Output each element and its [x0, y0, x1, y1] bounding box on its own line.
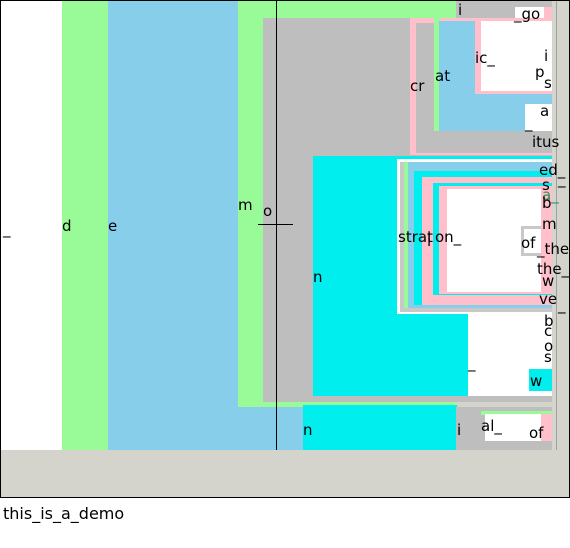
label-al: al_ [481, 417, 502, 435]
white-panel-left [1, 1, 63, 450]
canvas-frame: _ d e m o i _go cr at ic_ i p s a _ itus… [0, 0, 570, 498]
label-w1: w [542, 272, 555, 290]
white-ic-panel [481, 21, 552, 91]
label-b1: b [542, 194, 552, 212]
label-cr: cr [410, 77, 425, 95]
label-i-right: i [544, 47, 549, 65]
label-itus: itus [532, 133, 560, 151]
green-strat-strip [404, 162, 409, 308]
label-ed: ed_ [539, 161, 566, 179]
label-b2: b [544, 312, 554, 330]
cyan-w-box [529, 369, 552, 391]
caption-text: this_is_a_demo [3, 504, 125, 523]
label-ic: ic_ [475, 49, 495, 67]
label-a-green: a_ [542, 186, 559, 204]
label-i-bottom: i [457, 421, 462, 439]
label-the1: _the [537, 240, 570, 258]
label-n2: n [303, 421, 313, 439]
label-tick-right2: _ [558, 296, 566, 314]
blue-column [108, 1, 239, 450]
label-on: on_ [435, 228, 462, 246]
right-edge-line [556, 1, 557, 450]
cyan-bottom-panel [303, 405, 457, 450]
white-a-panel [525, 104, 552, 131]
label-i-top: i [458, 1, 463, 19]
label-tick-right1: _ [558, 170, 566, 188]
label-of1: of [521, 234, 536, 252]
label-of2: of [529, 424, 544, 442]
label-n1: n [313, 268, 323, 286]
pink-tab-go [544, 7, 552, 21]
label-strat: strat [398, 228, 433, 246]
label-s-right: s [544, 74, 552, 92]
label-m: m [238, 196, 253, 214]
label-d: d [62, 217, 72, 235]
label-m2: m [542, 215, 557, 233]
label-ve: ve [539, 290, 558, 308]
label-at: at [435, 67, 451, 85]
label-the2: the_ [537, 260, 570, 278]
label-e: e [108, 217, 118, 235]
label-s2: s [544, 348, 552, 366]
pink-al-panel [541, 414, 552, 441]
blue-bottom-strip [238, 405, 305, 450]
green-at-strip [434, 18, 440, 131]
label-i-strat: i [427, 232, 432, 250]
label-a: a [540, 102, 550, 120]
green-al-strip [481, 411, 552, 415]
label-p: p [535, 63, 545, 81]
label-go: _go [514, 5, 541, 23]
white-tab-go [515, 7, 545, 21]
white-al-panel [485, 414, 541, 441]
white-of-box [524, 229, 541, 253]
horizontal-line-mid [258, 224, 293, 225]
green-column [62, 1, 109, 450]
label-c: c [544, 322, 553, 340]
label-tick-left: _ [3, 220, 11, 238]
vertical-line [276, 1, 277, 450]
label-s-green: s [542, 176, 550, 194]
label-under-a: _ [525, 114, 533, 132]
label-under-mid: _ [468, 354, 476, 372]
label-w2: w [530, 372, 543, 390]
label-o: o [263, 202, 273, 220]
label-o2: o [544, 337, 554, 355]
